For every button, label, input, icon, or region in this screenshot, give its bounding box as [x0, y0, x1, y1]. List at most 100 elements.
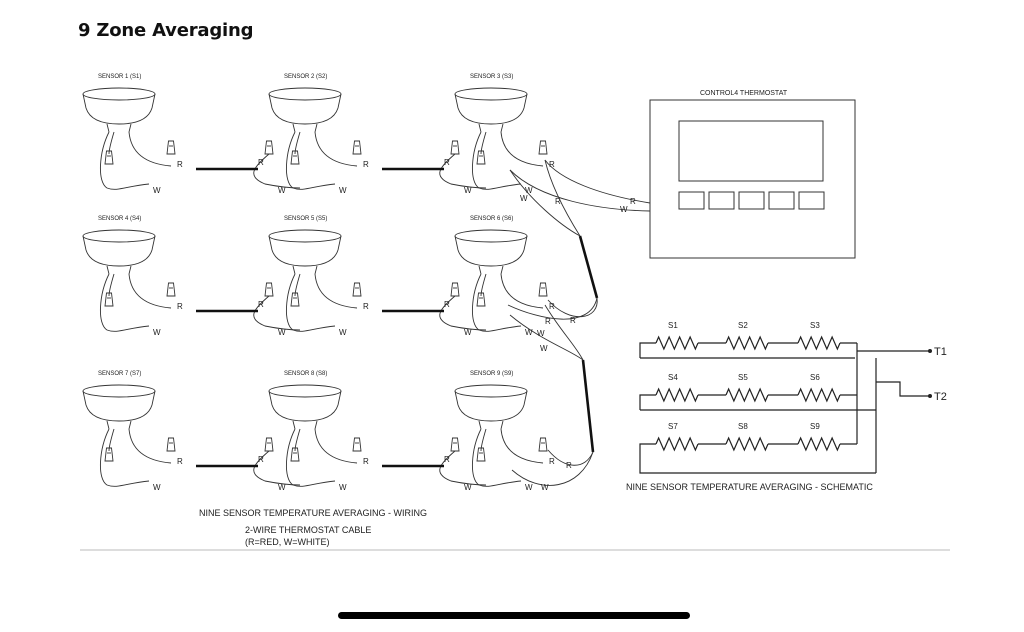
wire — [509, 169, 651, 212]
white-wire-label: W — [153, 483, 161, 492]
wire-nut-icon — [290, 292, 300, 307]
white-wire-label: W — [620, 205, 628, 214]
terminal-t2-dot — [928, 394, 932, 398]
resistor — [797, 387, 841, 403]
sensor-label: SENSOR 7 (S7) — [98, 371, 141, 377]
resistor-label: S4 — [668, 373, 678, 382]
wire-nut-icon — [352, 140, 362, 155]
terminal-t1-dot — [928, 349, 932, 353]
white-wire-label: W — [464, 186, 472, 195]
wire — [509, 314, 584, 361]
wire-nut-icon — [450, 282, 460, 297]
red-wire-label: R — [570, 316, 576, 325]
white-wire-label: W — [541, 483, 549, 492]
white-wire-label: W — [537, 329, 545, 338]
white-wire-label: W — [153, 186, 161, 195]
red-wire-label: R — [545, 317, 551, 326]
white-wire-label: W — [525, 483, 533, 492]
sensor-9: SENSOR 9 (S9) R W R W — [439, 371, 555, 492]
resistor — [725, 436, 769, 452]
resistor — [655, 436, 699, 452]
resistor-label: S7 — [668, 422, 678, 431]
wire — [544, 159, 581, 237]
wire-nut-icon — [166, 140, 176, 155]
resistor-label: S2 — [738, 321, 748, 330]
thermostat-cable — [578, 235, 599, 299]
terminal-t2-label: T2 — [934, 391, 947, 403]
wire-nut-icon — [290, 447, 300, 462]
resistor-label: S1 — [668, 321, 678, 330]
white-wire-label: W — [278, 328, 286, 337]
wire-nut-icon — [450, 437, 460, 452]
wire — [547, 297, 598, 318]
white-wire-label: W — [525, 186, 533, 195]
sensor-3: SENSOR 3 (S3) R W R W — [439, 74, 555, 195]
cable-note-2: (R=RED, W=WHITE) — [245, 537, 330, 547]
red-wire-label: R — [555, 197, 561, 206]
wire-nut-icon — [264, 140, 274, 155]
resistor — [797, 335, 841, 351]
wire-nut-icon — [476, 292, 486, 307]
thermostat-button — [798, 191, 825, 210]
white-wire-label: W — [464, 483, 472, 492]
wire-nut-icon — [290, 150, 300, 165]
sensor-label: SENSOR 4 (S4) — [98, 216, 141, 222]
wire-nut-icon — [264, 437, 274, 452]
schematic-caption: NINE SENSOR TEMPERATURE AVERAGING - SCHE… — [626, 482, 873, 492]
resistor-label: S8 — [738, 422, 748, 431]
page-title: 9 Zone Averaging — [78, 20, 254, 41]
thermostat-button — [768, 191, 795, 210]
wire — [511, 451, 594, 486]
wire — [544, 159, 651, 204]
red-wire-label: R — [444, 158, 450, 167]
terminal-t1-label: T1 — [934, 346, 947, 358]
white-wire-label: W — [464, 328, 472, 337]
red-wire-label: R — [363, 457, 369, 466]
red-wire-label: R — [177, 457, 183, 466]
red-wire-label: R — [549, 457, 555, 466]
white-wire-label: W — [339, 186, 347, 195]
wire-nut-icon — [352, 437, 362, 452]
red-wire-label: R — [566, 461, 572, 470]
white-wire-label: W — [540, 344, 548, 353]
sensor-label: SENSOR 5 (S5) — [284, 216, 327, 222]
red-wire-label: R — [444, 455, 450, 464]
red-wire-label: R — [549, 302, 555, 311]
thermostat-button — [708, 191, 735, 210]
wiring-caption: NINE SENSOR TEMPERATURE AVERAGING - WIRI… — [199, 508, 427, 518]
white-wire-label: W — [278, 186, 286, 195]
wire-nut-icon — [476, 447, 486, 462]
wire-nut-icon — [476, 150, 486, 165]
wire-nut-icon — [352, 282, 362, 297]
red-wire-label: R — [177, 302, 183, 311]
wire-nut-icon — [264, 282, 274, 297]
wire-nut-icon — [450, 140, 460, 155]
wire — [544, 304, 584, 361]
red-wire-label: R — [549, 160, 555, 169]
wire-nut-icon — [104, 292, 114, 307]
sensor-label: SENSOR 8 (S8) — [284, 371, 327, 377]
cable-note-1: 2-WIRE THERMOSTAT CABLE — [245, 525, 371, 535]
thermostat-label: CONTROL4 THERMOSTAT — [700, 90, 788, 97]
wire-nut-icon — [104, 150, 114, 165]
wire-nut-icon — [538, 140, 548, 155]
sensor-label: SENSOR 9 (S9) — [470, 371, 513, 377]
wire-nut-icon — [538, 437, 548, 452]
home-indicator[interactable] — [338, 612, 690, 619]
thermostat: CONTROL4 THERMOSTAT — [649, 90, 856, 259]
thermostat-cable — [581, 359, 595, 453]
sensor-label: SENSOR 1 (S1) — [98, 74, 141, 80]
thermostat-body — [649, 99, 856, 259]
sensor-4: SENSOR 4 (S4)RW — [82, 216, 183, 337]
resistor-label: S9 — [810, 422, 820, 431]
sensor-label: SENSOR 3 (S3) — [470, 74, 513, 80]
sensor-label: SENSOR 6 (S6) — [470, 216, 513, 222]
red-wire-label: R — [630, 197, 636, 206]
resistor-label: S6 — [810, 373, 820, 382]
